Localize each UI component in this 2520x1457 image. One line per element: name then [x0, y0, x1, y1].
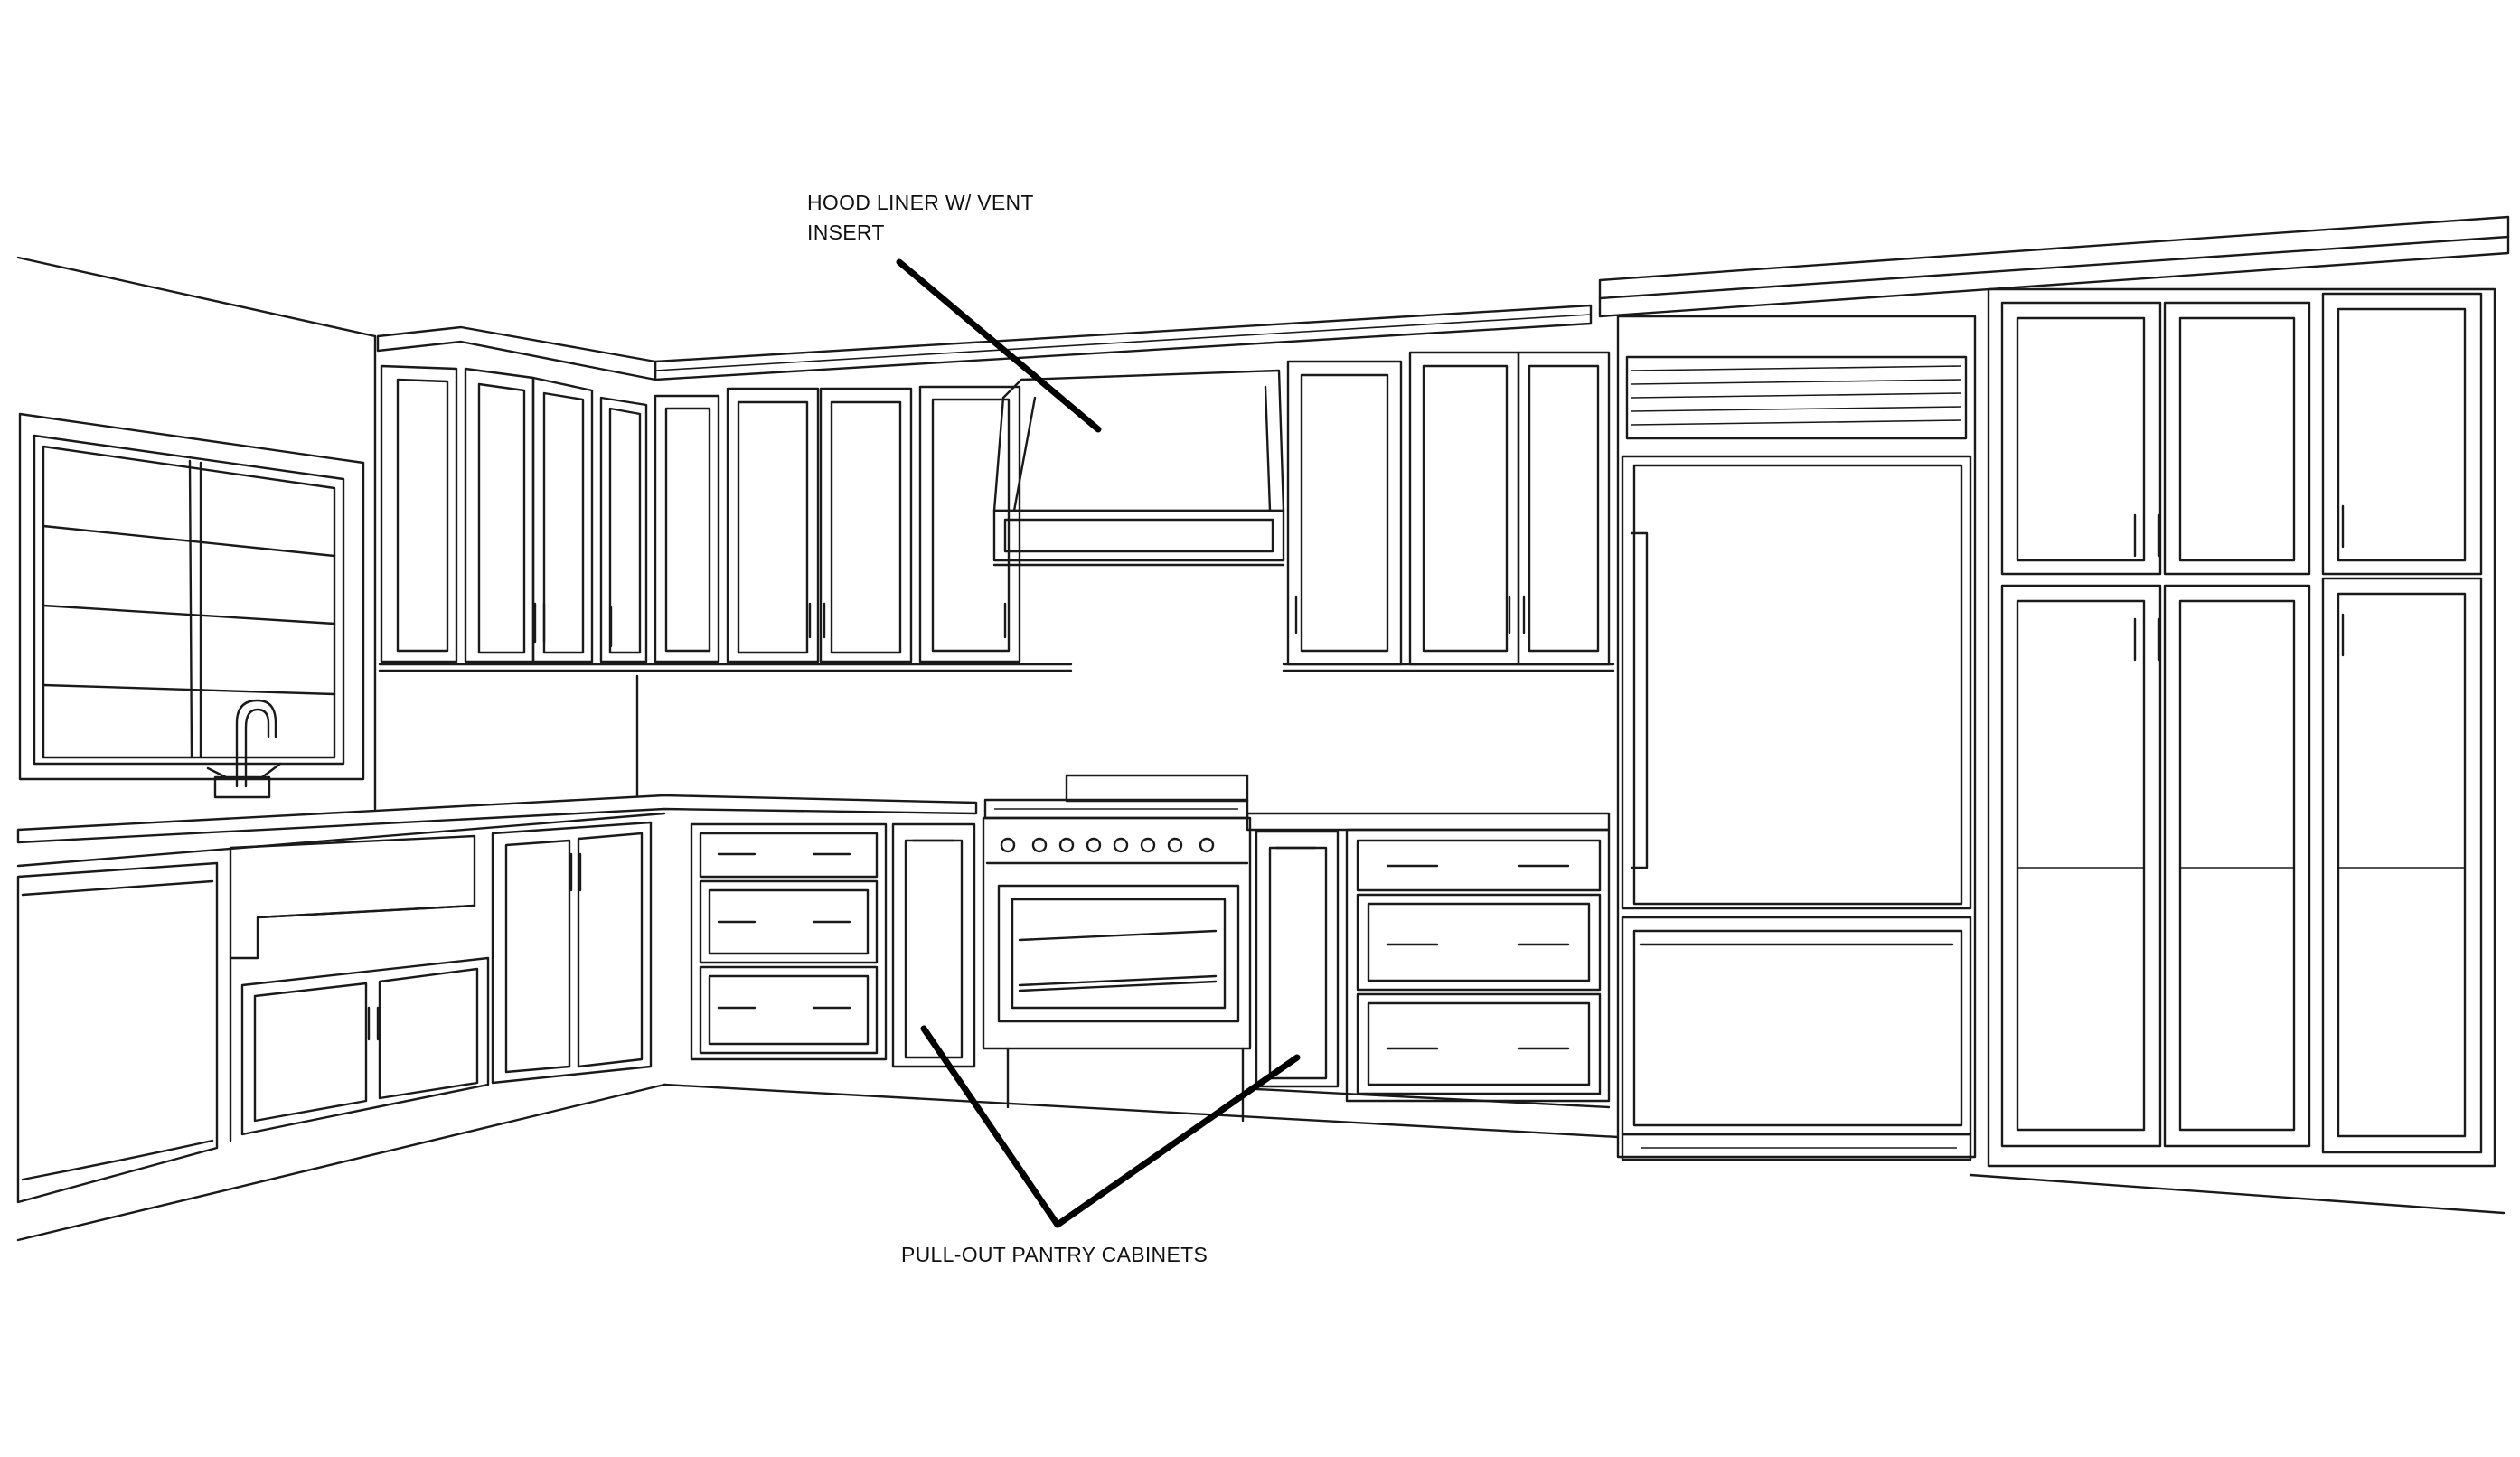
- hood-liner-label: HOOD LINER W/ VENT INSERT: [807, 188, 1034, 248]
- refrigerator: [1598, 215, 2510, 1161]
- left-upper-cabinets: [376, 304, 1593, 672]
- faucet: [206, 699, 282, 799]
- base-cabinets: [16, 774, 1611, 1204]
- pantry-leader-line-right: [1054, 1054, 1301, 1228]
- pull-out-pantry-label: PULL-OUT PANTRY CABINETS: [901, 1243, 1208, 1266]
- pantry-leader-line-left: [920, 1025, 1061, 1228]
- window: [18, 412, 365, 781]
- range-hood: [992, 369, 1285, 567]
- tall-pantry-cabinets: [1987, 287, 2496, 1168]
- hood-liner-label-line2: INSERT: [807, 221, 885, 244]
- hood-leader-line: [896, 258, 1102, 433]
- right-upper-cabinets: [1282, 351, 1615, 672]
- room-walls: [16, 256, 2506, 1242]
- leader-lines: [896, 258, 1301, 1228]
- hood-liner-label-line1: HOOD LINER W/ VENT: [807, 191, 1034, 214]
